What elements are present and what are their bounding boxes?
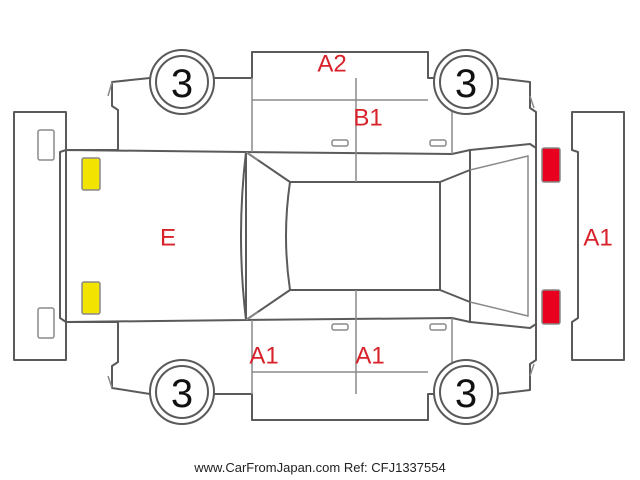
rear-left-lamp [541, 147, 561, 183]
wheel-front-left: 3 [149, 49, 215, 115]
rear-right-lamp [541, 289, 561, 325]
front-right-lamp [81, 281, 101, 315]
wheel-front-right: 3 [149, 359, 215, 425]
damage-label-lower-front-door: A1 [249, 343, 278, 370]
damage-label-roof-edge: A2 [317, 51, 346, 78]
front-left-lamp [81, 157, 101, 191]
watermark-text: www.CarFromJapan.com Ref: CFJ1337554 [193, 460, 445, 475]
wheel-front-left-grade: 3 [171, 62, 193, 106]
damage-label-lower-rear-door: A1 [355, 343, 384, 370]
damage-label-upper-door: B1 [353, 105, 382, 132]
wheel-rear-right: 3 [433, 359, 499, 425]
wheel-front-right-grade: 3 [171, 372, 193, 416]
damage-label-rear-bumper: A1 [583, 225, 612, 252]
wheel-rear-left: 3 [433, 49, 499, 115]
rear-bumper [571, 111, 625, 361]
wheel-rear-right-grade: 3 [455, 372, 477, 416]
front-bumper [13, 111, 67, 361]
wheel-rear-left-grade: 3 [455, 62, 477, 106]
damage-label-hood: E [160, 225, 176, 252]
